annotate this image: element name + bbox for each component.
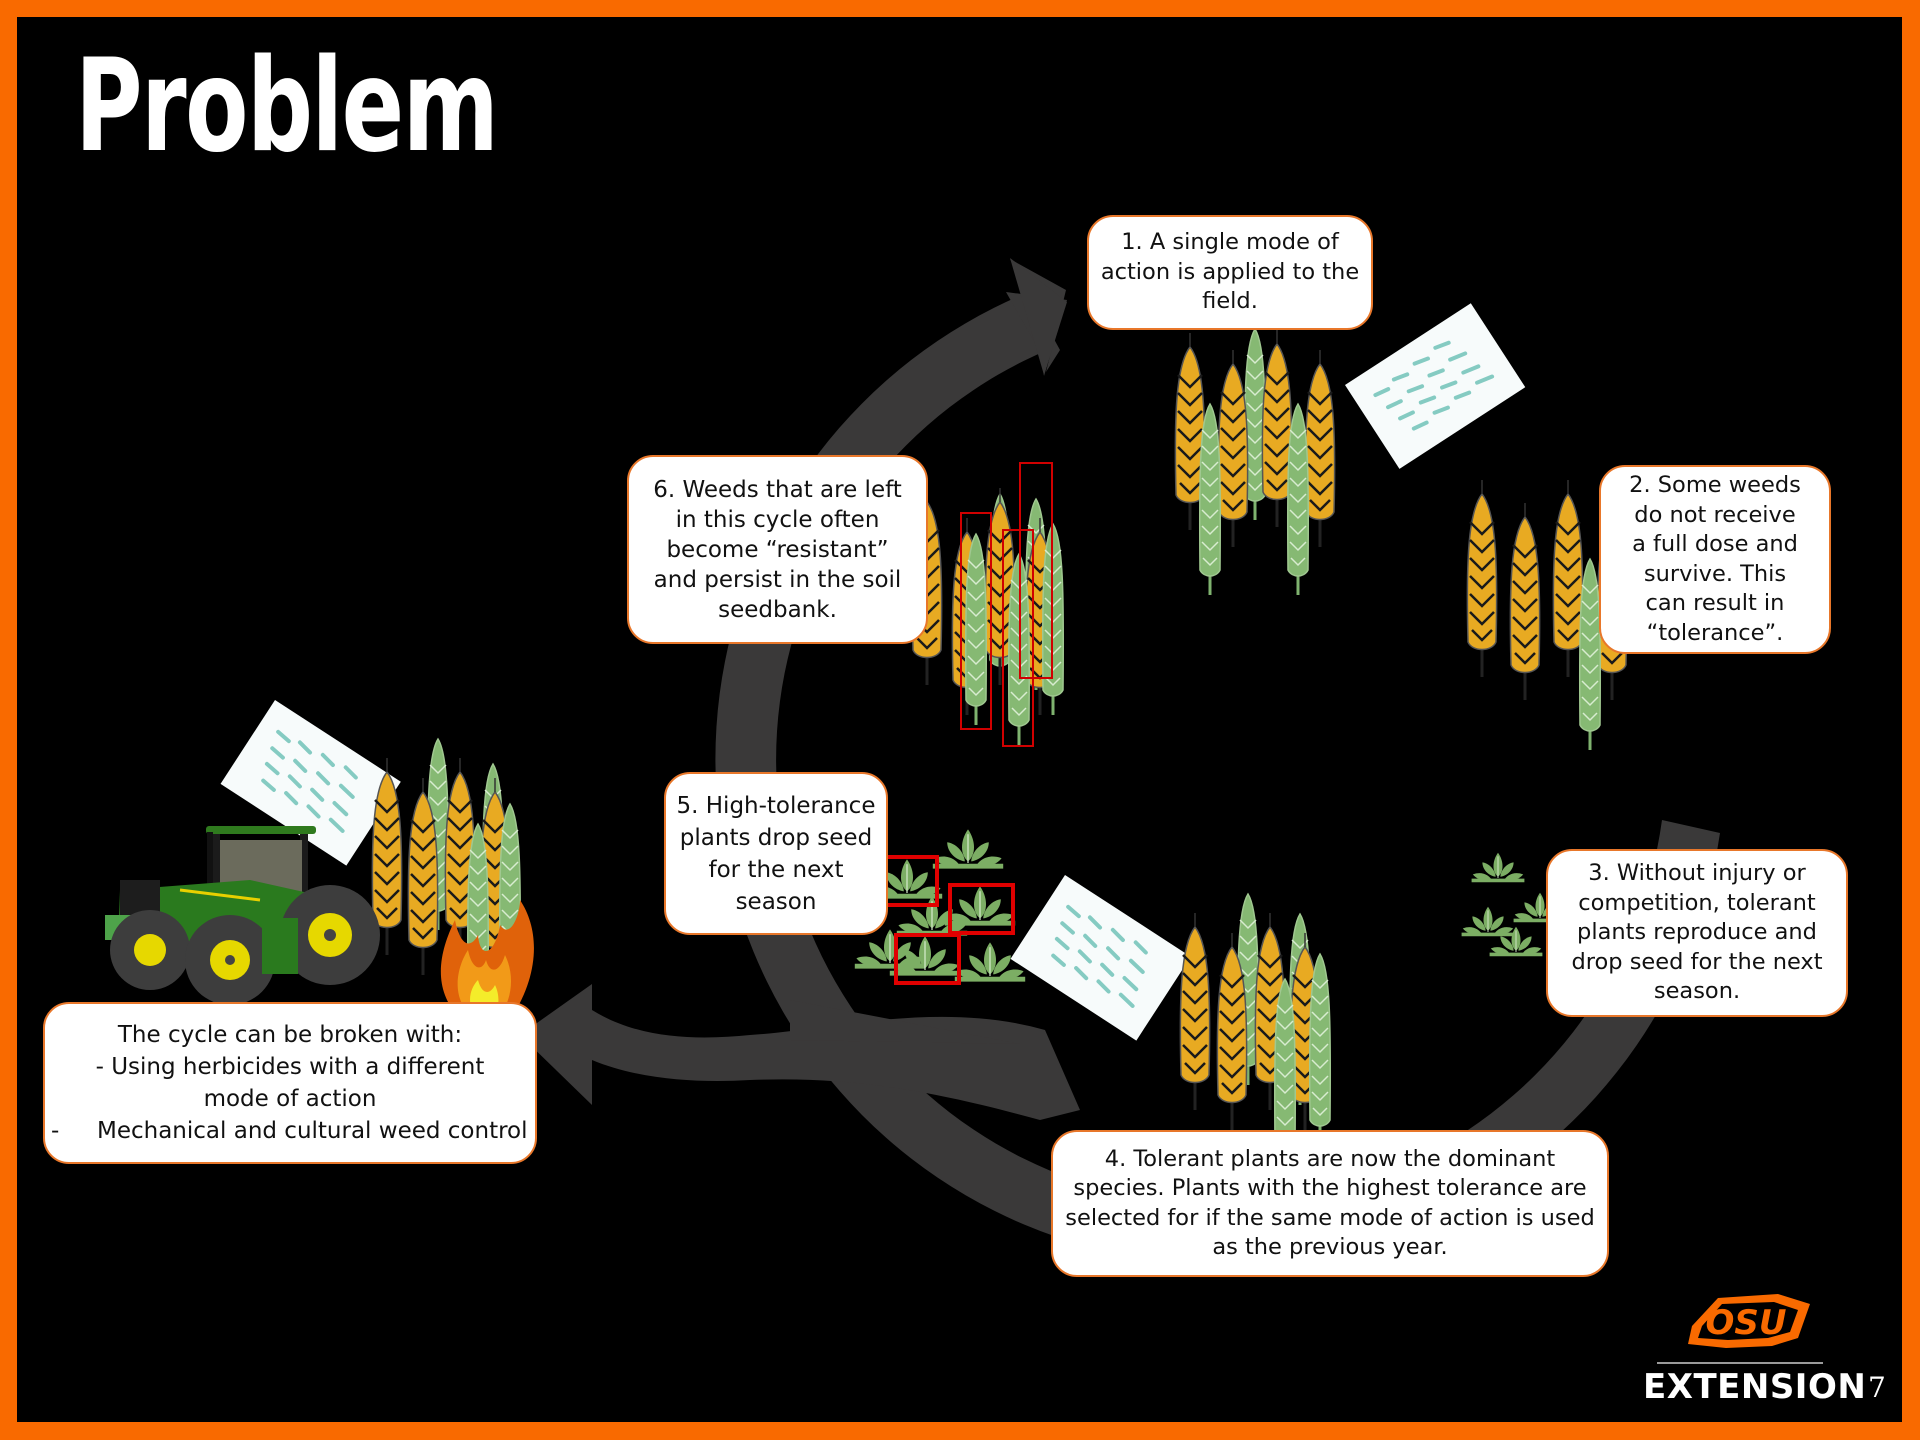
step-3-line: plants reproduce and <box>1577 919 1817 946</box>
osu-logo-icon: OSU <box>1688 1294 1810 1348</box>
step-1-line: field. <box>1202 288 1258 315</box>
page-title: Problem <box>75 32 499 181</box>
step-2-line: 2. Some weeds <box>1629 472 1801 498</box>
step-3-line: season. <box>1653 978 1741 1005</box>
wheat-cluster-step6 <box>910 462 1065 747</box>
step-6-callout: 6. Weeds that are left in this cycle oft… <box>627 455 928 644</box>
step-4-line: 4. Tolerant plants are now the dominant <box>1104 1145 1556 1172</box>
osu-monogram: OSU <box>1706 1303 1787 1343</box>
step-2-line: a full dose and <box>1632 531 1798 557</box>
break-cycle-heading: The cycle can be broken with: <box>117 1022 463 1048</box>
extension-label: EXTENSION <box>1643 1367 1867 1407</box>
break-cycle-line: - Using herbicides with a different <box>95 1054 485 1080</box>
wheat-cluster-step4 <box>1178 892 1332 1172</box>
page-number: 7 <box>1868 1371 1886 1404</box>
break-cycle-line: mode of action <box>203 1086 377 1112</box>
cycle-arrow-icon <box>715 258 1720 1265</box>
wheat-cluster-step1 <box>1173 327 1337 597</box>
step-5-line: 5. High-tolerance <box>676 792 876 819</box>
step-5-line: for the next <box>708 856 844 883</box>
step-3-callout: 3. Without injury or competition, tolera… <box>1546 849 1848 1017</box>
step-2-line: survive. This <box>1643 560 1787 587</box>
step-3-line: competition, tolerant <box>1578 889 1816 916</box>
step-5-line: plants drop seed <box>679 824 873 851</box>
break-cycle-callout: The cycle can be broken with: - Using he… <box>43 1002 537 1164</box>
step-1-callout: 1. A single mode of action is applied to… <box>1087 215 1373 330</box>
slide: OSU Problem 1. A single mode of action i… <box>17 17 1902 1422</box>
step-2-line: “tolerance”. <box>1646 619 1784 646</box>
step-5-line: season <box>735 888 817 915</box>
spray-icon <box>1008 873 1193 1043</box>
break-cycle-bullet: - Mechanical and cultural weed control <box>45 1115 535 1147</box>
step-2-line: do not receive <box>1634 501 1796 528</box>
step-4-line: as the previous year. <box>1212 1234 1448 1260</box>
step-1-line: 1. A single mode of <box>1121 229 1339 256</box>
tractor-icon <box>105 826 380 1005</box>
step-4-callout: 4. Tolerant plants are now the dominant … <box>1051 1130 1609 1277</box>
step-2-line: can result in <box>1645 590 1785 616</box>
bullet-text: Mechanical and cultural weed control <box>97 1118 528 1144</box>
step-6-line: 6. Weeds that are left <box>653 476 902 503</box>
step-5-callout: 5. High-tolerance plants drop seed for t… <box>664 772 888 935</box>
step-6-line: and persist in the soil <box>653 566 902 593</box>
diagram-art: OSU <box>105 258 1810 1348</box>
bullet-marker: - <box>51 1118 60 1144</box>
step-6-line: become “resistant” <box>666 536 889 563</box>
step-4-line: species. Plants with the highest toleran… <box>1073 1175 1587 1201</box>
step-4-line: selected for if the same mode of action … <box>1065 1204 1595 1231</box>
step-6-line: seedbank. <box>718 596 837 623</box>
spray-icon <box>1343 301 1528 471</box>
branch-arrow-icon <box>520 984 1080 1120</box>
step-2-callout: 2. Some weeds do not receive a full dose… <box>1599 465 1831 654</box>
step-1-line: action is applied to the <box>1100 258 1360 285</box>
step-6-line: in this cycle often <box>675 506 880 533</box>
step-3-line: drop seed for the next <box>1571 948 1823 975</box>
logo-divider <box>1657 1362 1823 1364</box>
step-3-line: 3. Without injury or <box>1588 860 1806 887</box>
